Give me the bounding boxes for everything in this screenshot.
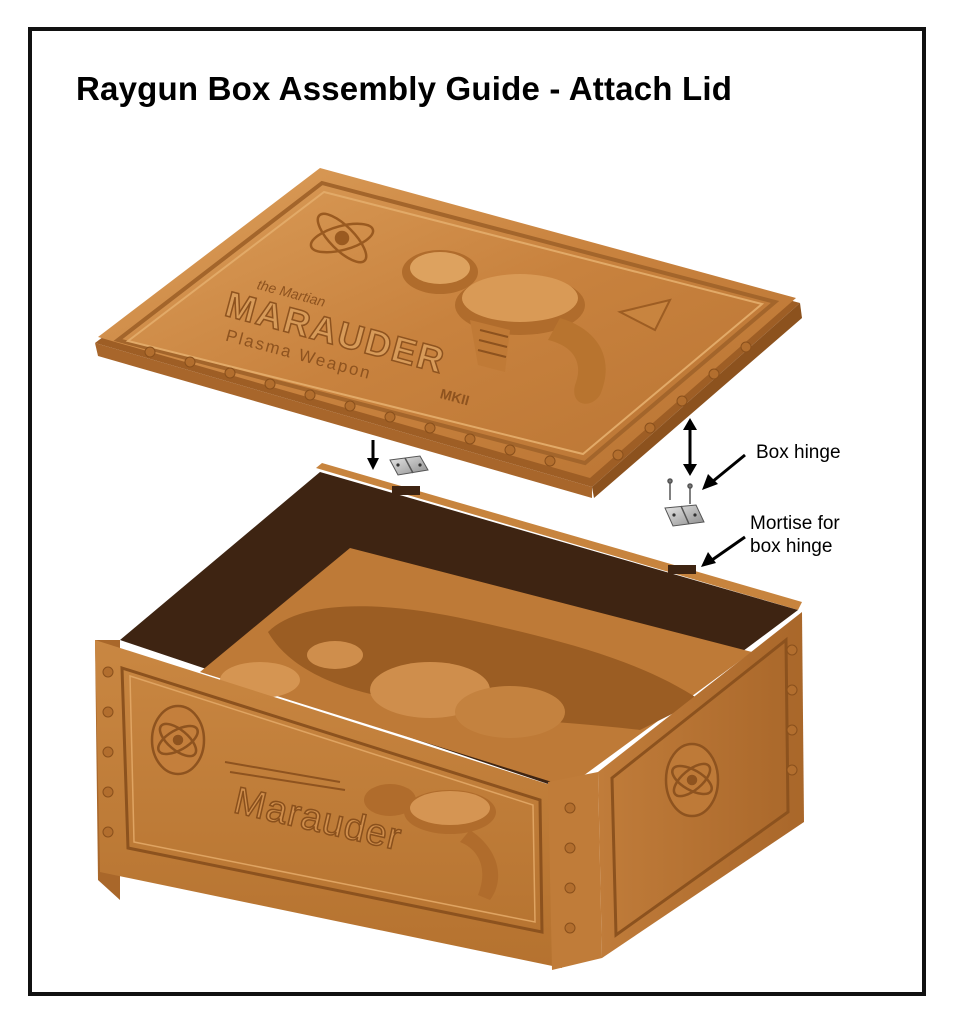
box-rivets bbox=[102, 644, 798, 934]
mortise-label-line2: box hinge bbox=[750, 536, 833, 557]
lid-carving-badge: MKII bbox=[438, 385, 471, 408]
raygun-icon bbox=[224, 761, 499, 900]
pointer-arrow-icon bbox=[701, 535, 746, 567]
down-arrow-icon bbox=[367, 440, 379, 470]
mortise-right bbox=[668, 565, 696, 574]
mortise-label-line1: Mortise for bbox=[750, 513, 840, 534]
hinge-icon bbox=[389, 455, 429, 476]
page-title: Raygun Box Assembly Guide - Attach Lid bbox=[76, 70, 733, 107]
lid-rivets bbox=[144, 341, 752, 467]
raygun-icon bbox=[220, 606, 700, 738]
mortise-left bbox=[392, 486, 420, 495]
box-hinge-label: Box hinge bbox=[756, 442, 841, 463]
atom-icon bbox=[150, 704, 206, 776]
raygun-icon bbox=[402, 250, 672, 404]
hinge-icon bbox=[664, 504, 705, 527]
pointer-arrow-icon bbox=[702, 453, 746, 490]
mortise-label: Mortise for box hinge bbox=[750, 512, 840, 558]
atom-icon bbox=[309, 212, 375, 264]
box-body: Marauder bbox=[95, 463, 804, 970]
double-arrow-icon bbox=[683, 418, 697, 476]
screw-icon bbox=[667, 478, 693, 504]
box-lid: the Martian MARAUDER Plasma Weapon MKII bbox=[95, 168, 802, 498]
atom-icon bbox=[664, 742, 720, 818]
